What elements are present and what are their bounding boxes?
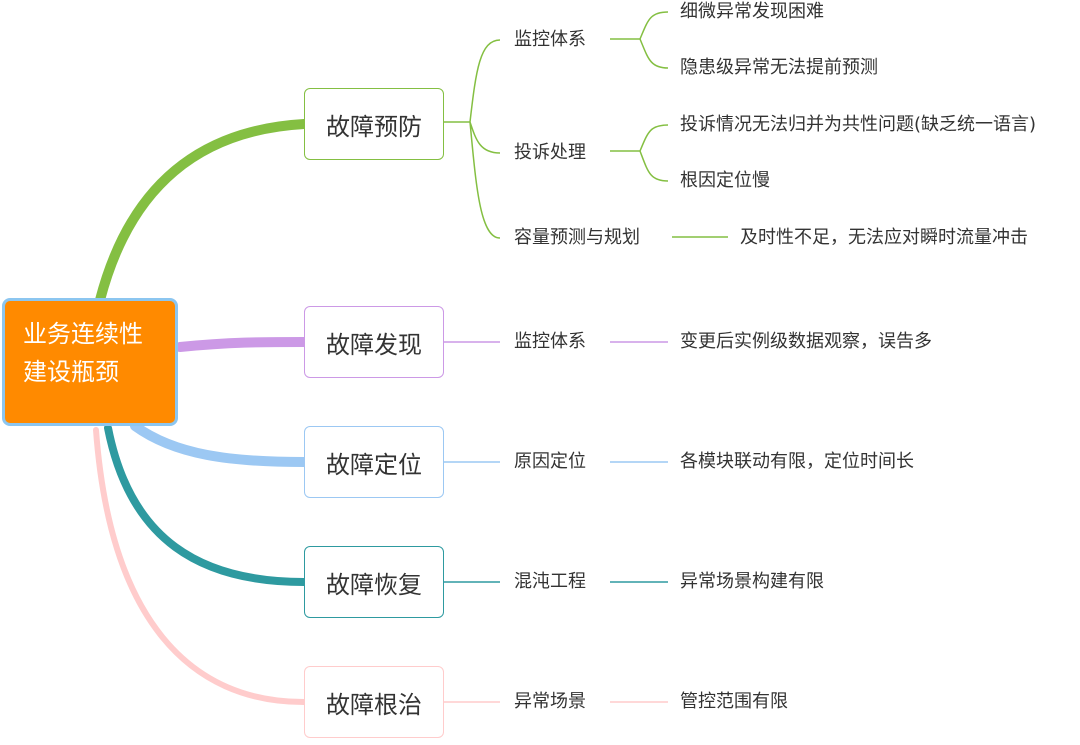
leaf-false-alarms[interactable]: 变更后实例级数据观察，误告多 [680, 331, 932, 352]
subtopic-cause-locating[interactable]: 原因定位 [514, 451, 586, 472]
subtopic-complaint[interactable]: 投诉处理 [514, 142, 586, 163]
leaf-control-scope[interactable]: 管控范围有限 [680, 691, 788, 712]
link-prevent-monitor-leaves [610, 11, 669, 69]
branch-locate[interactable]: 故障定位 [304, 426, 444, 498]
subtopic-capacity[interactable]: 容量预测与规划 [514, 227, 640, 248]
subtopic-anomaly-scenario[interactable]: 异常场景 [514, 691, 586, 712]
leaf-complaint-merge[interactable]: 投诉情况无法归并为共性问题(缺乏统一语言) [680, 114, 1037, 135]
branch-recover[interactable]: 故障恢复 [304, 546, 444, 618]
leaf-subtle-anomaly[interactable]: 细微异常发现困难 [680, 1, 824, 22]
subtopic-discover-monitoring[interactable]: 监控体系 [514, 331, 586, 352]
subtopic-monitoring[interactable]: 监控体系 [514, 29, 586, 50]
branch-discover[interactable]: 故障发现 [304, 306, 444, 378]
link-root-locate [130, 421, 309, 467]
root-line-2: 建设瓶颈 [23, 358, 119, 386]
root-line-1: 业务连续性 [23, 320, 143, 348]
leaf-capacity-timeliness[interactable]: 及时性不足，无法应对瞬时流量冲击 [740, 227, 1028, 248]
subtopic-chaos-engineering[interactable]: 混沌工程 [514, 571, 586, 592]
leaf-module-linkage[interactable]: 各模块联动有限，定位时间长 [680, 451, 914, 472]
link-root-prevent [95, 119, 309, 305]
leaf-scenario-limited[interactable]: 异常场景构建有限 [680, 571, 824, 592]
link-prevent-sub [444, 39, 501, 239]
branch-prevent[interactable]: 故障预防 [304, 88, 444, 160]
link-root-discover [175, 337, 309, 352]
link-prevent-complaint-leaves [610, 124, 669, 182]
leaf-root-cause-slow[interactable]: 根因定位慢 [680, 170, 770, 191]
leaf-hidden-anomaly[interactable]: 隐患级异常无法提前预测 [680, 57, 878, 78]
root-topic[interactable]: 业务连续性 建设瓶颈 [2, 298, 178, 426]
link-root-cure [93, 427, 307, 705]
branch-cure[interactable]: 故障根治 [304, 666, 444, 738]
link-root-recover [104, 424, 308, 586]
